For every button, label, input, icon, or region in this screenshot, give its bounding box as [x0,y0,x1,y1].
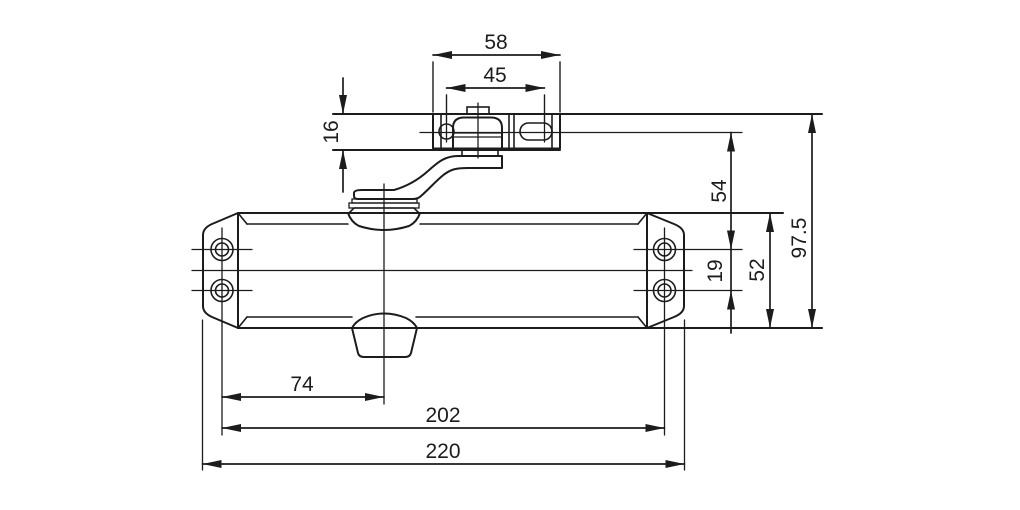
bracket-slot-hole [519,122,553,141]
dimension-220: 220 [201,440,686,468]
dim-label-74: 74 [290,373,314,396]
arrowhead [808,309,816,328]
dimension-58: 58 [432,31,561,59]
arrowhead [727,290,735,310]
arrowhead [365,393,384,401]
dimension-97-5: 97.5 [788,113,816,329]
extension-lines [201,61,686,471]
dimension-202: 202 [221,404,666,432]
arm-s-link [353,155,503,200]
dim-label-16: 16 [320,120,343,143]
dimension-19: 19 [704,259,735,310]
arrowhead [339,95,347,114]
arrowhead [222,393,241,401]
arrowhead [446,84,466,92]
valve-cover [351,327,418,358]
arrowhead [808,114,816,133]
dim-label-58: 58 [484,31,507,54]
dimension-52: 52 [746,212,774,329]
arrowhead [525,84,545,92]
dim-label-45: 45 [483,64,506,87]
closer-arm [347,147,503,405]
arrowhead [222,424,241,432]
arrowhead [727,132,735,152]
dimension-74: 74 [221,373,385,401]
reference-lines [332,113,823,151]
bottom-boss [351,312,418,329]
arrowhead [202,460,222,468]
arrowhead [339,150,347,169]
dim-label-52: 52 [746,258,769,281]
dimension-45: 45 [445,64,546,92]
dim-label-54: 54 [708,179,731,203]
arrowhead [766,213,774,232]
closer-body [191,212,823,358]
dim-label-19: 19 [704,259,727,282]
arrowhead [727,230,735,250]
dim-label-202: 202 [425,404,460,427]
arrowhead [645,424,665,432]
arrowhead [433,51,452,59]
top-boss [347,212,421,231]
dim-label-220: 220 [425,440,460,463]
arrowhead [766,309,774,328]
dim-label-97-5: 97.5 [788,218,811,259]
arrowhead [665,460,685,468]
arrowhead [541,51,560,59]
dimension-16: 16 [320,77,347,193]
